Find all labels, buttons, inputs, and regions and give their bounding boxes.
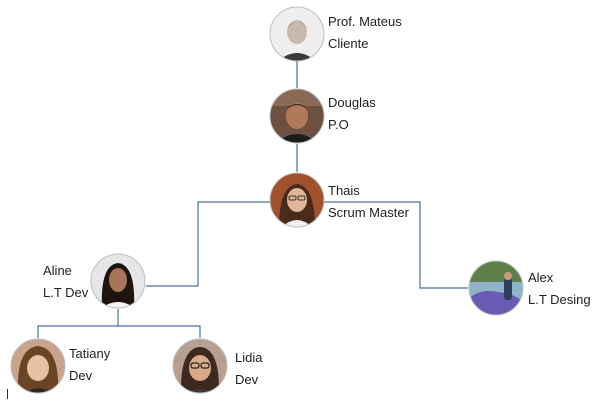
label-aline: Aline L.T Dev: [43, 260, 88, 304]
role-douglas: P.O: [328, 117, 349, 132]
label-thais: Thais Scrum Master: [328, 180, 409, 224]
label-mateus: Prof. Mateus Cliente: [328, 11, 402, 55]
text-cursor: [7, 389, 8, 399]
name-douglas: Douglas: [328, 95, 376, 110]
role-lidia: Dev: [235, 372, 259, 387]
role-mateus: Cliente: [328, 36, 369, 51]
name-alex: Alex: [528, 270, 554, 285]
avatar-douglas: [269, 88, 325, 144]
role-thais: Scrum Master: [328, 205, 409, 220]
label-tatiany: Tatiany Dev: [69, 343, 110, 387]
connector-thais-alex: [324, 201, 468, 289]
role-alex: L.T Desing: [528, 292, 591, 307]
avatar-tatiany: [10, 338, 66, 394]
role-tatiany: Dev: [69, 368, 93, 383]
connector-aline-team: [37, 325, 201, 338]
name-thais: Thais: [328, 183, 360, 198]
label-lidia: Lidia Dev: [235, 347, 262, 391]
connector-thais-aline: [146, 201, 270, 287]
name-aline: Aline: [43, 263, 72, 278]
name-tatiany: Tatiany: [69, 346, 111, 361]
avatar-mateus: [269, 6, 325, 62]
avatar-aline: [90, 253, 146, 309]
avatar-lidia: [172, 338, 228, 394]
label-douglas: Douglas P.O: [328, 92, 376, 136]
avatar-thais: [269, 172, 325, 228]
name-lidia: Lidia: [235, 350, 263, 365]
role-aline: L.T Dev: [43, 285, 89, 300]
avatar-alex: [468, 260, 524, 316]
label-alex: Alex L.T Desing: [528, 267, 591, 311]
name-mateus: Prof. Mateus: [328, 14, 402, 29]
